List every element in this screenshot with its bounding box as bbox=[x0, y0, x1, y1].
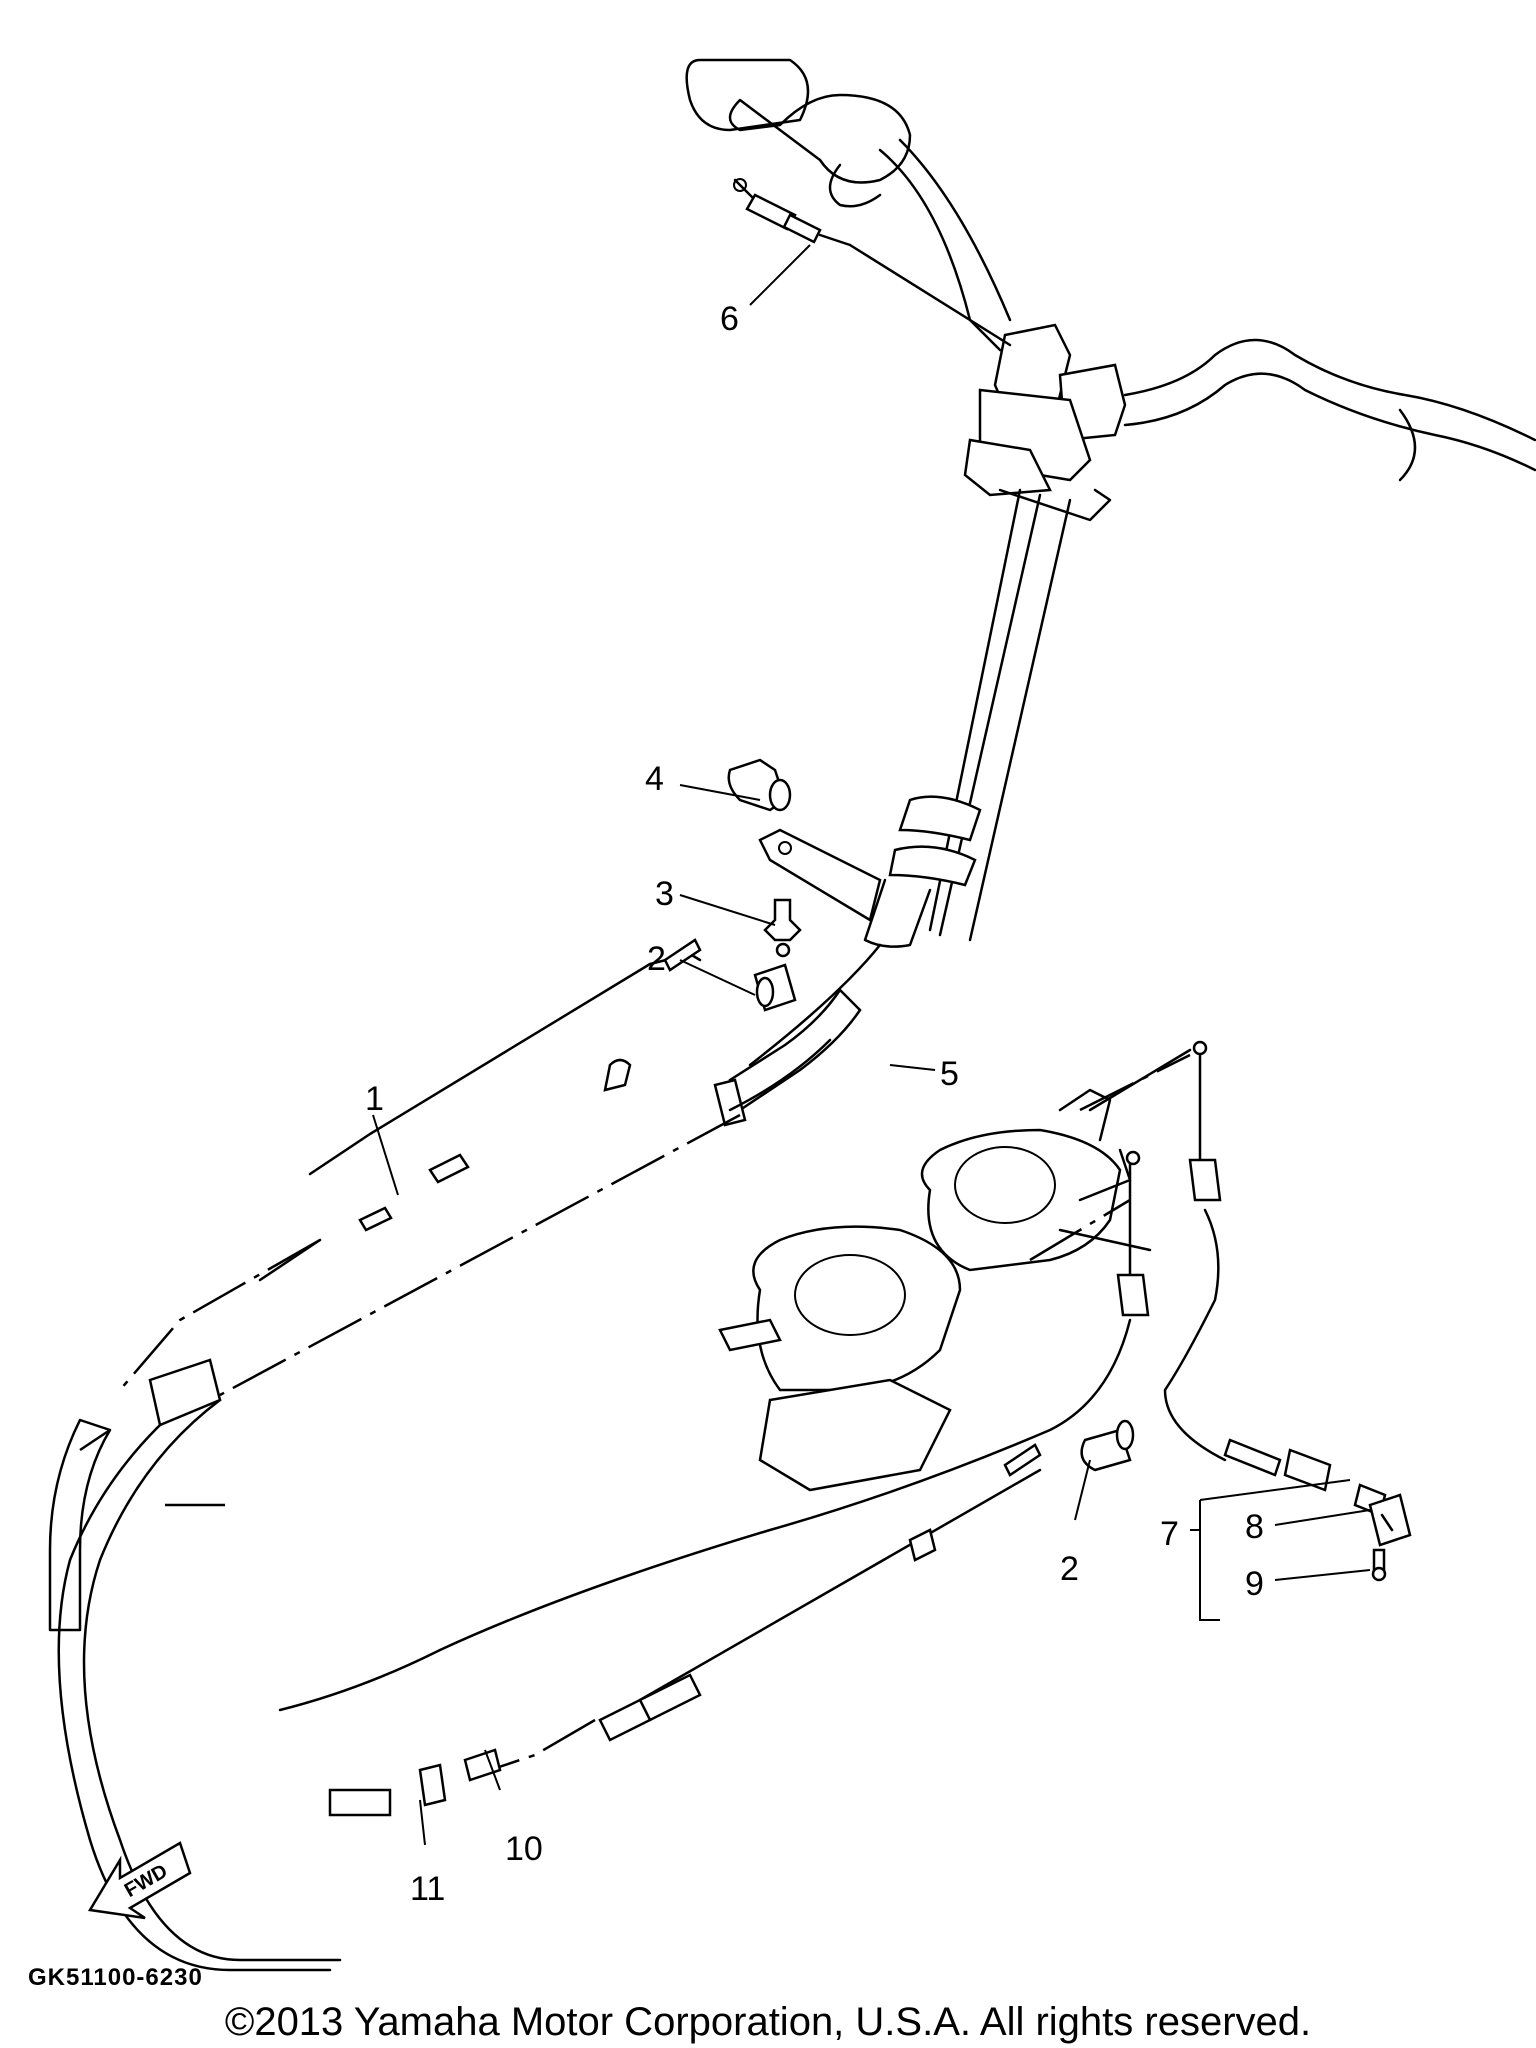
callout-5: 5 bbox=[940, 1055, 959, 1093]
callout-9: 9 bbox=[1245, 1565, 1264, 1603]
throttle-cable bbox=[733, 178, 1012, 347]
callout-4: 4 bbox=[645, 760, 664, 798]
callout-10: 10 bbox=[505, 1830, 543, 1868]
cable-guide bbox=[713, 943, 882, 1127]
adjuster-lower bbox=[1080, 1419, 1135, 1472]
drawing-code: GK51100-6230 bbox=[28, 1964, 203, 1991]
callout-1: 1 bbox=[365, 1080, 384, 1118]
small-parts-upper bbox=[727, 758, 802, 1012]
cable-1 bbox=[258, 938, 702, 1282]
carburetor-assembly bbox=[718, 1048, 1192, 1492]
callout-3: 3 bbox=[655, 875, 674, 913]
copyright-notice: ©2013 Yamaha Motor Corporation, U.S.A. A… bbox=[225, 2000, 1311, 2044]
choke-cable bbox=[1079, 1040, 1387, 1517]
throttle-cable-lower bbox=[278, 1150, 1150, 1712]
callout-11: 11 bbox=[410, 1870, 445, 1908]
cable-lower bbox=[328, 1443, 1042, 1817]
callout-2-lower: 2 bbox=[1060, 1550, 1079, 1588]
leader-lines bbox=[372, 244, 1371, 1846]
callout-7: 7 bbox=[1160, 1515, 1179, 1553]
handlebar-assembly bbox=[685, 58, 1536, 522]
callout-6: 6 bbox=[720, 300, 739, 338]
cable-routing bbox=[48, 1038, 832, 1972]
steering-column bbox=[758, 488, 1072, 948]
callout-2-upper: 2 bbox=[647, 940, 666, 978]
callout-8: 8 bbox=[1245, 1508, 1264, 1546]
knob-and-screw bbox=[1368, 1493, 1412, 1582]
